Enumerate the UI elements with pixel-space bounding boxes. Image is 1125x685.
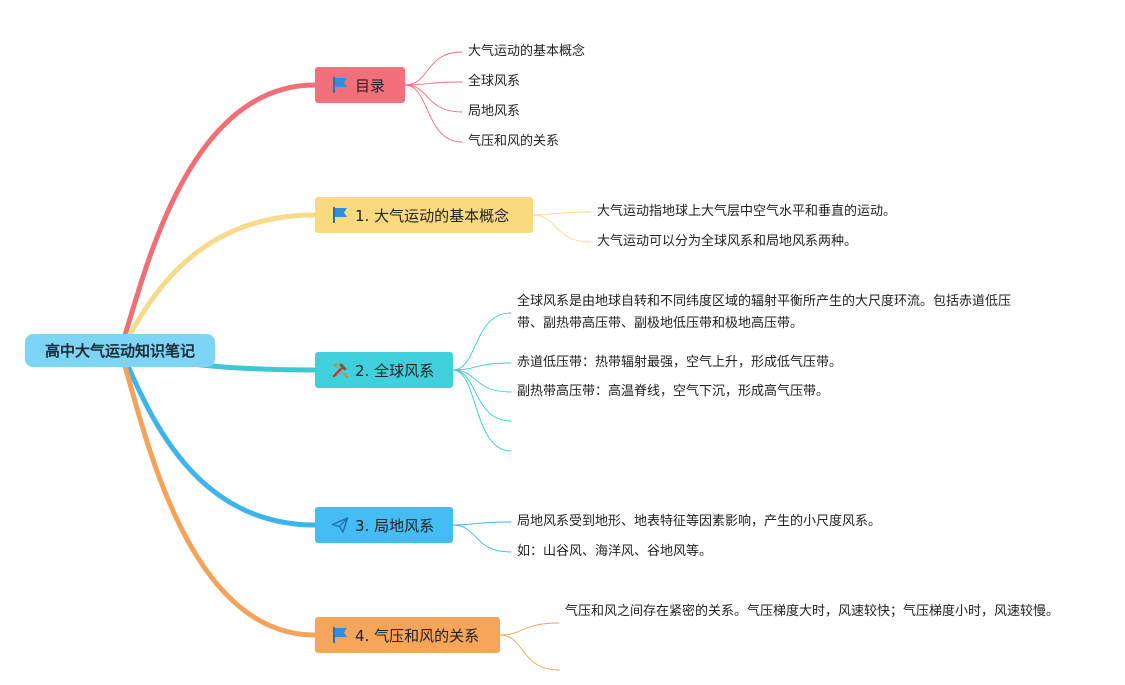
branch-label: 3. 局地风系	[355, 516, 435, 535]
leaf-connector	[452, 524, 512, 553]
flag-icon	[331, 76, 349, 94]
leaf-connector	[452, 369, 512, 422]
leaf-connector	[452, 312, 512, 371]
branch-node[interactable]: 1. 大气运动的基本概念	[315, 197, 533, 233]
leaf-connector	[532, 214, 592, 243]
branch-label: 目录	[355, 76, 386, 95]
leaf-text[interactable]: 大气运动可以分为全球风系和局地风系两种。	[597, 234, 858, 249]
leaf-text[interactable]: 全球风系是由地球自转和不同纬度区域的辐射平衡所产生的大尺度环流。包括赤道低压带、…	[517, 294, 1012, 331]
root-label: 高中大气运动知识笔记	[44, 342, 195, 360]
leaf-connector	[404, 84, 463, 143]
leaf-connector	[532, 211, 592, 216]
branch-node[interactable]: 2. 全球风系	[315, 352, 453, 388]
leaf-text[interactable]: 大气运动指地球上大气层中空气水平和垂直的运动。	[597, 204, 897, 219]
leaf-connector	[404, 51, 463, 86]
leaf-text[interactable]: 副热带高压带：高温脊线，空气下沉，形成高气压带。	[517, 384, 830, 399]
branch-label: 2. 全球风系	[355, 361, 435, 380]
branch-connector	[117, 347, 318, 528]
flag-icon	[331, 206, 349, 224]
leaf-connector	[452, 362, 512, 371]
leaf-connector	[499, 634, 560, 671]
branch-node[interactable]: 4. 气压和风的关系	[315, 617, 500, 653]
leaf-text[interactable]: 局地风系受到地形、地表特征等因素影响，产生的小尺度风系。	[517, 514, 882, 529]
leaf-text[interactable]: 大气运动的基本概念	[468, 44, 586, 59]
branch-node[interactable]: 目录	[315, 67, 405, 103]
leaf-connector	[404, 81, 463, 86]
leaf-connector	[452, 521, 512, 526]
flag-icon	[331, 626, 349, 644]
branch-connector	[117, 212, 318, 353]
root-node[interactable]: 高中大气运动知识笔记	[25, 334, 215, 367]
leaf-text[interactable]: 气压和风的关系	[468, 134, 560, 149]
leaf-connector	[452, 369, 512, 393]
leaf-connector	[404, 84, 463, 113]
leaf-text[interactable]: 如：山谷风、海洋风、谷地风等。	[517, 544, 713, 559]
branch-connector	[117, 82, 318, 353]
leaf-text[interactable]: 气压和风之间存在紧密的关系。气压梯度大时，风速较快；气压梯度小时，风速较慢。	[565, 604, 1060, 619]
leaf-connector	[452, 369, 512, 452]
leaf-connector	[499, 622, 560, 636]
leaf-text[interactable]: 局地风系	[468, 104, 521, 119]
branch-connector	[117, 347, 318, 638]
leaf-text[interactable]: 赤道低压带：热带辐射最强，空气上升，形成低气压带。	[517, 355, 843, 370]
branch-label: 4. 气压和风的关系	[355, 626, 480, 645]
tools-icon	[331, 361, 349, 379]
leaf-text[interactable]: 全球风系	[468, 74, 521, 89]
branch-node[interactable]: 3. 局地风系	[315, 507, 453, 543]
paper-plane-icon	[331, 516, 349, 534]
branch-label: 1. 大气运动的基本概念	[355, 206, 510, 225]
